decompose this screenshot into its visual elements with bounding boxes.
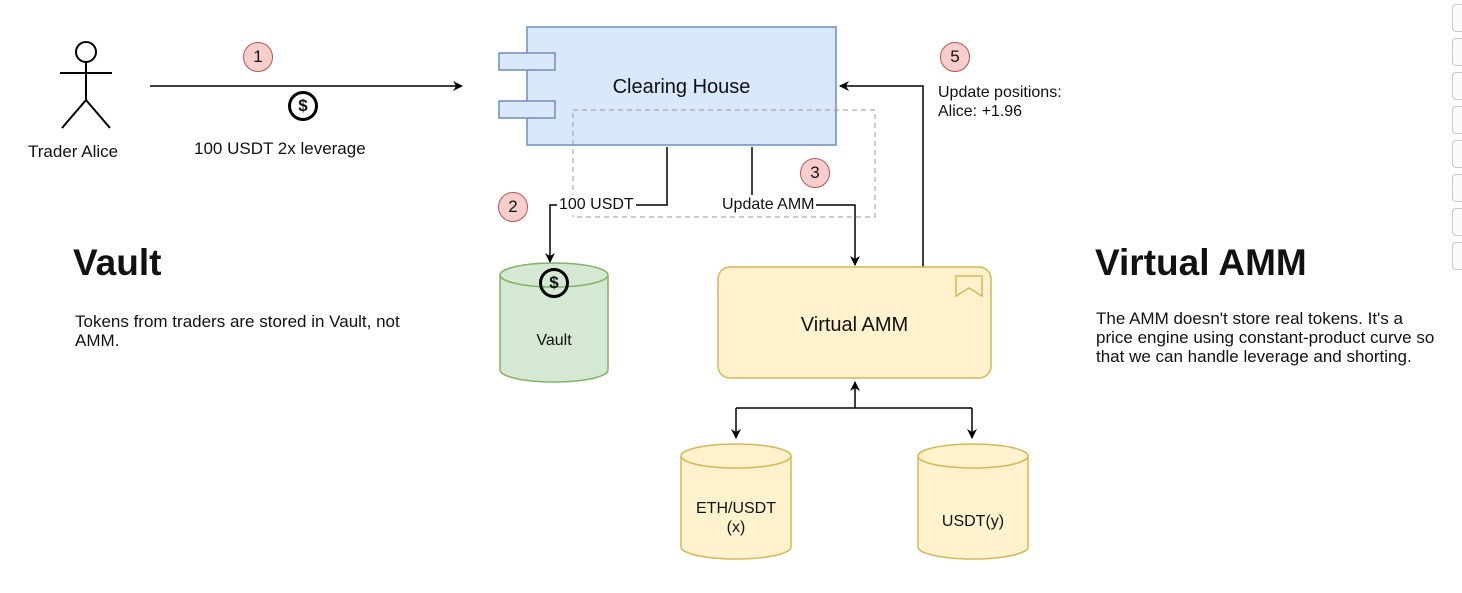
edge-handle[interactable] <box>1452 242 1462 270</box>
step-1-label: 100 USDT 2x leverage <box>194 139 366 158</box>
arrow-update-positions <box>839 81 924 267</box>
virtual-amm-box[interactable] <box>717 266 992 379</box>
edge-handle[interactable] <box>1452 174 1462 202</box>
virtual-amm-label: Virtual AMM <box>800 314 909 336</box>
step-5-label: Update positions: Alice: +1.96 <box>938 84 1062 120</box>
edge-handle[interactable] <box>1452 4 1462 32</box>
step-3-label: Update AMM <box>720 195 817 215</box>
vault-dollar-icon: $ <box>539 268 569 298</box>
step-5-badge: 5 <box>940 42 970 72</box>
vault-section-title: Vault <box>73 242 162 283</box>
actor-label: Trader Alice <box>28 142 119 161</box>
amm-section-body: The AMM doesn't store real tokens. It's … <box>1096 309 1435 366</box>
vault-label: Vault <box>536 332 572 349</box>
flag-icon <box>955 275 983 298</box>
clearing-house-box[interactable] <box>498 26 837 146</box>
step-1-badge: 1 <box>243 42 273 72</box>
edge-handle[interactable] <box>1452 72 1462 100</box>
step-2-badge: 2 <box>498 192 528 222</box>
edge-handle[interactable] <box>1452 208 1462 236</box>
eth-usdt-pool-cylinder[interactable] <box>680 443 792 560</box>
step-2-label: 100 USDT <box>557 195 636 215</box>
dollar-icon: $ <box>288 91 318 121</box>
amm-section-title: Virtual AMM <box>1095 242 1307 283</box>
edge-handle[interactable] <box>1452 106 1462 134</box>
vault-section-body: Tokens from traders are stored in Vault,… <box>75 312 400 350</box>
usdt-pool-cylinder[interactable] <box>917 443 1029 560</box>
stick-figure-icon <box>60 41 112 129</box>
step-3-badge: 3 <box>800 158 830 188</box>
edge-handle[interactable] <box>1452 38 1462 66</box>
clearing-house-label: Clearing House <box>612 76 751 98</box>
eth-pool-label: ETH/USDT (x) <box>696 500 776 536</box>
edge-handle[interactable] <box>1452 140 1462 168</box>
dashed-group-outline <box>572 109 876 218</box>
usdt-pool-label: USDT(y) <box>941 513 1005 530</box>
